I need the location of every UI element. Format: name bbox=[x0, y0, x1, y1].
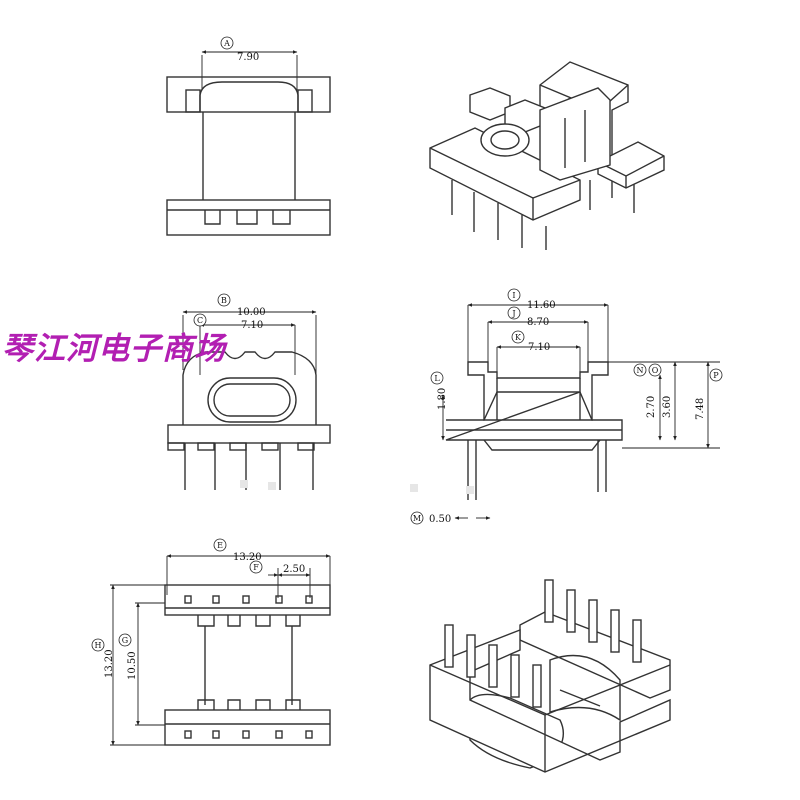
dim-marker-J: J bbox=[507, 306, 521, 320]
dim-marker-I: I bbox=[507, 288, 521, 302]
dim-marker-N: N bbox=[633, 363, 647, 377]
bottom-view: E 13.20 F 2.50 H G 13.20 10.50 bbox=[91, 538, 331, 746]
svg-text:M: M bbox=[413, 514, 421, 523]
dim-marker-K: K bbox=[511, 330, 525, 344]
dim-marker-G: G bbox=[118, 633, 132, 647]
dim-marker-P: P bbox=[709, 368, 723, 382]
svg-text:L: L bbox=[434, 374, 440, 383]
svg-text:B: B bbox=[221, 296, 227, 305]
svg-text:K: K bbox=[515, 333, 522, 342]
pins-back bbox=[544, 579, 642, 663]
dim-marker-E: E bbox=[213, 538, 227, 552]
svg-text:F: F bbox=[253, 563, 259, 572]
dim-value-F: 2.50 bbox=[283, 564, 305, 575]
dim-value-E: 13.20 bbox=[233, 552, 262, 563]
dim-value-N: 2.70 bbox=[646, 396, 657, 418]
dim-marker-H: H bbox=[91, 638, 105, 652]
dim-marker-O: O bbox=[648, 363, 662, 377]
svg-text:H: H bbox=[95, 641, 102, 650]
dim-marker-F: F bbox=[249, 560, 263, 574]
dim-value-K: 7.10 bbox=[528, 342, 550, 353]
side-view: I 11.60 J 8.70 K 7.10 bbox=[410, 288, 723, 525]
pins-front bbox=[444, 624, 542, 708]
dim-marker-C: C bbox=[193, 313, 207, 327]
svg-text:A: A bbox=[223, 39, 230, 48]
dim-value-H: 13.20 bbox=[104, 649, 115, 678]
svg-text:N: N bbox=[637, 366, 644, 375]
dim-value-J: 8.70 bbox=[527, 317, 549, 328]
dim-value-G: 10.50 bbox=[127, 651, 138, 680]
svg-text:J: J bbox=[511, 309, 515, 318]
dim-value-M: 0.50 bbox=[429, 514, 451, 525]
svg-text:P: P bbox=[713, 371, 719, 380]
dim-value-P: 7.48 bbox=[695, 398, 706, 420]
svg-text:O: O bbox=[652, 366, 659, 375]
dim-value-O: 3.60 bbox=[662, 396, 673, 418]
store-watermark: 琴江河电子商场 bbox=[2, 331, 226, 367]
dim-marker-A: A bbox=[220, 36, 234, 50]
front-view-top: A 7.90 bbox=[166, 36, 331, 236]
dim-value-L: 1.80 bbox=[437, 388, 448, 410]
isometric-view-top bbox=[429, 61, 665, 250]
svg-text:C: C bbox=[197, 316, 203, 325]
dim-value-B: 10.00 bbox=[237, 307, 266, 318]
dim-value-I: 11.60 bbox=[527, 300, 556, 311]
dim-marker-M: M bbox=[410, 511, 424, 525]
isometric-view-bottom bbox=[429, 579, 671, 773]
dim-value-A: 7.90 bbox=[237, 52, 259, 63]
dim-marker-B: B bbox=[217, 293, 231, 307]
svg-text:G: G bbox=[122, 636, 128, 645]
svg-text:I: I bbox=[512, 291, 515, 300]
dim-value-C: 7.10 bbox=[241, 320, 263, 331]
svg-text:E: E bbox=[217, 541, 223, 550]
faint-text bbox=[240, 480, 474, 494]
dim-marker-L: L bbox=[430, 371, 444, 385]
